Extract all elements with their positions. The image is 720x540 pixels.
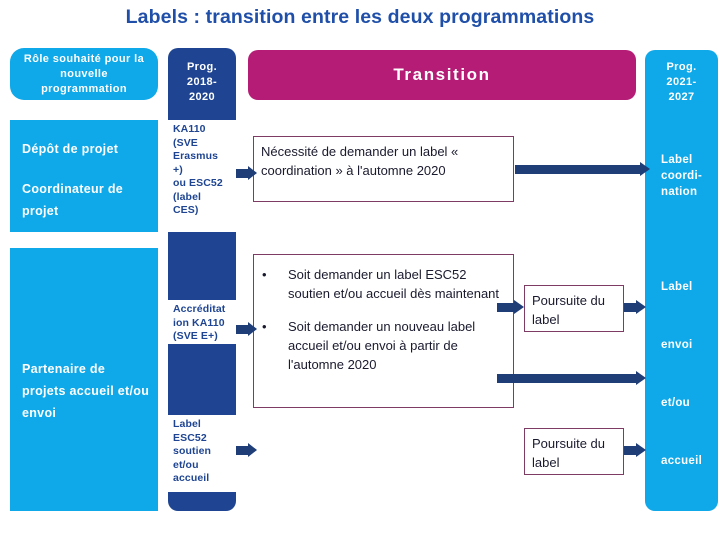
list-item: • Soit demander un label ESC52 soutien e… <box>254 265 509 303</box>
column-header-transition: Transition <box>248 50 636 100</box>
role-cell-deposit: Dépôt de projet Coordinateur de projet <box>10 120 158 232</box>
bullet-dot-icon: • <box>262 319 267 334</box>
column-header-prog-2021-label: Prog.2021-2027 <box>666 61 697 103</box>
prog2021-label-envoi: envoi <box>661 339 693 351</box>
callout-poursuite-1-text: Poursuite du label <box>532 293 605 327</box>
column-header-role: Rôle souhaité pour la nouvelle programma… <box>10 48 158 100</box>
callout-coordination-text: Nécessité de demander un label « coordin… <box>261 144 459 178</box>
callout-poursuite-1: Poursuite du label <box>524 285 624 332</box>
callout-poursuite-2: Poursuite du label <box>524 428 624 475</box>
prog2021-label-label: Label <box>661 281 693 293</box>
list-item: • Soit demander un nouveau label accueil… <box>254 317 509 374</box>
callout-options-bullet-1: Soit demander un label ESC52 soutien et/… <box>288 267 500 301</box>
page-title: Labels : transition entre les deux progr… <box>125 6 595 28</box>
role-cell-partner-label: Partenaire de projets accueil et/ou envo… <box>22 362 150 420</box>
callout-options-list: • Soit demander un label ESC52 soutien e… <box>254 265 509 374</box>
role-cell-partner: Partenaire de projets accueil et/ou envo… <box>10 248 158 511</box>
role-cell-deposit-line1: Dépôt de projet <box>22 142 119 156</box>
column-header-prog-2018-label: Prog.2018-2020 <box>186 61 218 103</box>
callout-coordination: Nécessité de demander un label « coordin… <box>253 136 514 202</box>
callout-options: • Soit demander un label ESC52 soutien e… <box>253 254 514 408</box>
callout-options-bullet-2: Soit demander un nouveau label accueil e… <box>288 319 476 372</box>
column-header-role-label: Rôle souhaité pour la nouvelle programma… <box>23 52 145 95</box>
bullet-dot-icon: • <box>262 267 267 282</box>
callout-poursuite-2-text: Poursuite du label <box>532 436 605 470</box>
column-header-transition-label: Transition <box>393 65 491 84</box>
prog2021-label-etou: et/ou <box>661 397 690 409</box>
role-cell-deposit-line2: Coordinateur de projet <box>22 182 124 218</box>
column-prog-2021-2027: Prog.2021-2027 <box>645 50 718 511</box>
prog2021-label-accueil: accueil <box>661 455 703 467</box>
